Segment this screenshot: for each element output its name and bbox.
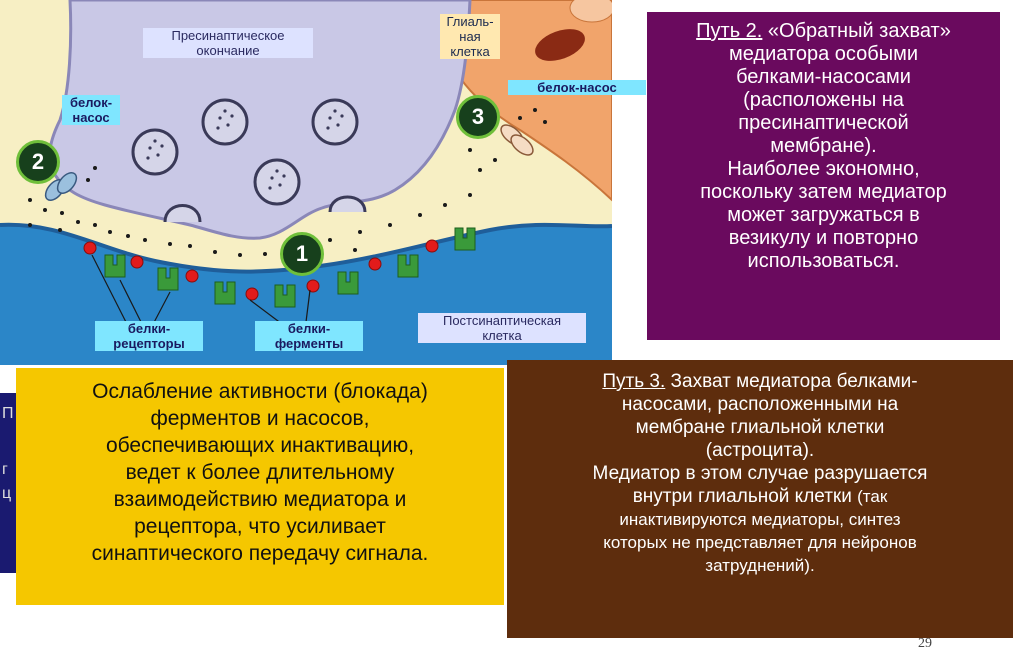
path3-line-5: внутри глиальной клетки (так <box>517 485 1003 508</box>
blockade-line-2: обеспечивающих инактивацию, <box>26 432 494 459</box>
path3-line-8: затруднений). <box>517 554 1003 577</box>
path2-line-2: белками-насосами <box>659 66 988 89</box>
path3-line-6: инактивируются медиаторы, синтез <box>517 508 1003 531</box>
presynaptic-label: Пресинаптическое окончание <box>143 28 313 58</box>
path2-line-1: медиатора особыми <box>659 43 988 66</box>
path3-line-0: Путь 3. Захват медиатора белками- <box>517 370 1003 393</box>
marker-2: 2 <box>16 140 60 184</box>
path3-line-2: мембране глиальной клетки <box>517 416 1003 439</box>
path3-line-7: которых не представляет для нейронов <box>517 531 1003 554</box>
path3-line-3: (астроцита). <box>517 439 1003 462</box>
path2-line-4: пресинаптической <box>659 112 988 135</box>
path2-line-3: (расположены на <box>659 89 988 112</box>
blockade-line-1: ферментов и насосов, <box>26 405 494 432</box>
path3-line-4: Медиатор в этом случае разрушается <box>517 462 1003 485</box>
path3-box: Путь 3. Захват медиатора белками- насоса… <box>507 360 1013 638</box>
path2-line-5: мембране). <box>659 135 988 158</box>
hidden-slide-edge: П г ц <box>0 393 16 573</box>
blockade-line-6: синаптического передачу сигнала. <box>26 540 494 567</box>
pump-label-right: белок-насос <box>508 80 646 95</box>
glial-label: Глиаль- ная клетка <box>440 14 500 59</box>
path2-line-6: Наиболее экономно, <box>659 158 988 181</box>
blockade-line-0: Ослабление активности (блокада) <box>26 378 494 405</box>
path2-line-7: поскольку затем медиатор <box>659 181 988 204</box>
blockade-line-4: взаимодействию медиатора и <box>26 486 494 513</box>
path2-heading: Путь 2. <box>696 20 762 42</box>
pump-label-left: белок- насос <box>62 95 120 125</box>
blockade-box: Ослабление активности (блокада) ферменто… <box>16 368 504 605</box>
marker-3: 3 <box>456 95 500 139</box>
marker-1: 1 <box>280 232 324 276</box>
strip-char-0: П <box>2 405 14 423</box>
path3-line-1: насосами, расположенными на <box>517 393 1003 416</box>
receptor-label: белки- рецепторы <box>95 321 203 351</box>
path2-box: Путь 2. «Обратный захват» медиатора особ… <box>647 12 1000 340</box>
path3-heading: Путь 3. <box>602 371 665 392</box>
strip-char-1: г <box>2 461 8 479</box>
path2-line-10: использоваться. <box>659 250 988 273</box>
blockade-line-5: рецептора, что усиливает <box>26 513 494 540</box>
strip-char-2: ц <box>2 485 11 503</box>
blockade-line-3: ведет к более длительному <box>26 459 494 486</box>
postsynaptic-label: Постсинаптическая клетка <box>418 313 586 343</box>
page-number: 29 <box>918 636 932 652</box>
path2-line-9: везикулу и повторно <box>659 227 988 250</box>
path2-line-8: может загружаться в <box>659 204 988 227</box>
path2-line-0: Путь 2. «Обратный захват» <box>659 20 988 43</box>
enzyme-label: белки- ферменты <box>255 321 363 351</box>
